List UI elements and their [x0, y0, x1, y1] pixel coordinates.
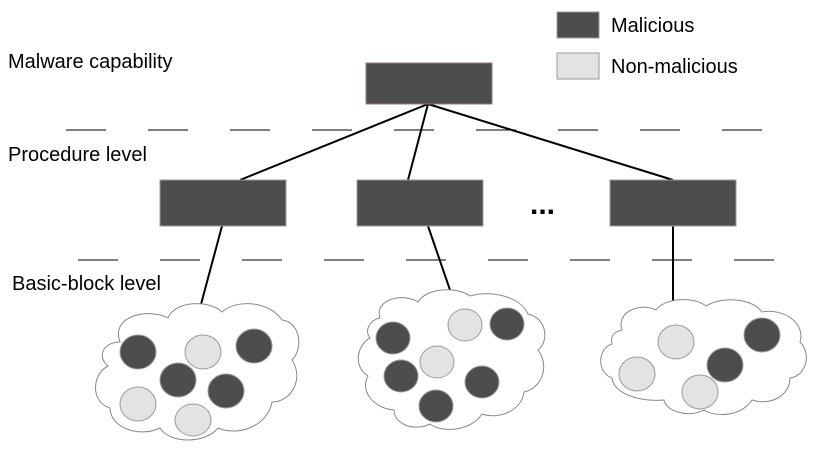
- basic-block-cluster-1: [95, 303, 300, 441]
- malicious-block: [119, 334, 157, 370]
- connector-capability-procedure-3: [427, 103, 674, 181]
- procedure-level-label: Procedure level: [8, 144, 147, 166]
- connector-procedure-2-cluster: [427, 225, 451, 291]
- non-malicious-block: [618, 356, 656, 392]
- procedure-node-3: [609, 179, 737, 227]
- malicious-block: [207, 373, 245, 409]
- legend-malicious-swatch: [556, 11, 600, 39]
- connector-capability-procedure-2: [407, 103, 429, 181]
- basic-block-cluster-3: [600, 299, 807, 416]
- non-malicious-block: [419, 345, 455, 379]
- non-malicious-block: [184, 334, 222, 370]
- malicious-block: [235, 328, 273, 364]
- legend-malicious-label: Malicious: [611, 15, 694, 37]
- malicious-block: [383, 359, 419, 393]
- legend-non-malicious-label: Non-malicious: [611, 56, 738, 78]
- connector-capability-procedure-1: [239, 103, 429, 181]
- procedure-node-2: [356, 179, 484, 227]
- capability-node: [365, 62, 493, 105]
- malicious-block: [489, 307, 525, 341]
- tree-connectors: [199, 103, 674, 309]
- legend: Malicious Non-malicious: [556, 11, 738, 80]
- basic-block-cluster-2: [357, 289, 546, 430]
- legend-non-malicious-swatch: [556, 52, 600, 80]
- more-procedures-ellipsis: ...: [530, 188, 555, 221]
- capability-level-label: Malware capability: [8, 51, 173, 73]
- malicious-block: [464, 365, 500, 399]
- non-malicious-block: [447, 308, 483, 342]
- malicious-block: [418, 389, 454, 423]
- connector-procedure-1-cluster: [199, 225, 223, 309]
- non-malicious-block: [174, 403, 212, 437]
- basic-block-level-label: Basic-block level: [12, 273, 161, 295]
- malicious-block: [706, 347, 744, 383]
- non-malicious-block: [657, 324, 695, 360]
- procedure-node-1: [159, 179, 287, 227]
- malicious-block: [159, 362, 197, 398]
- malicious-block: [743, 317, 781, 353]
- malicious-block: [375, 321, 411, 355]
- non-malicious-block: [119, 386, 157, 422]
- non-malicious-block: [681, 374, 719, 410]
